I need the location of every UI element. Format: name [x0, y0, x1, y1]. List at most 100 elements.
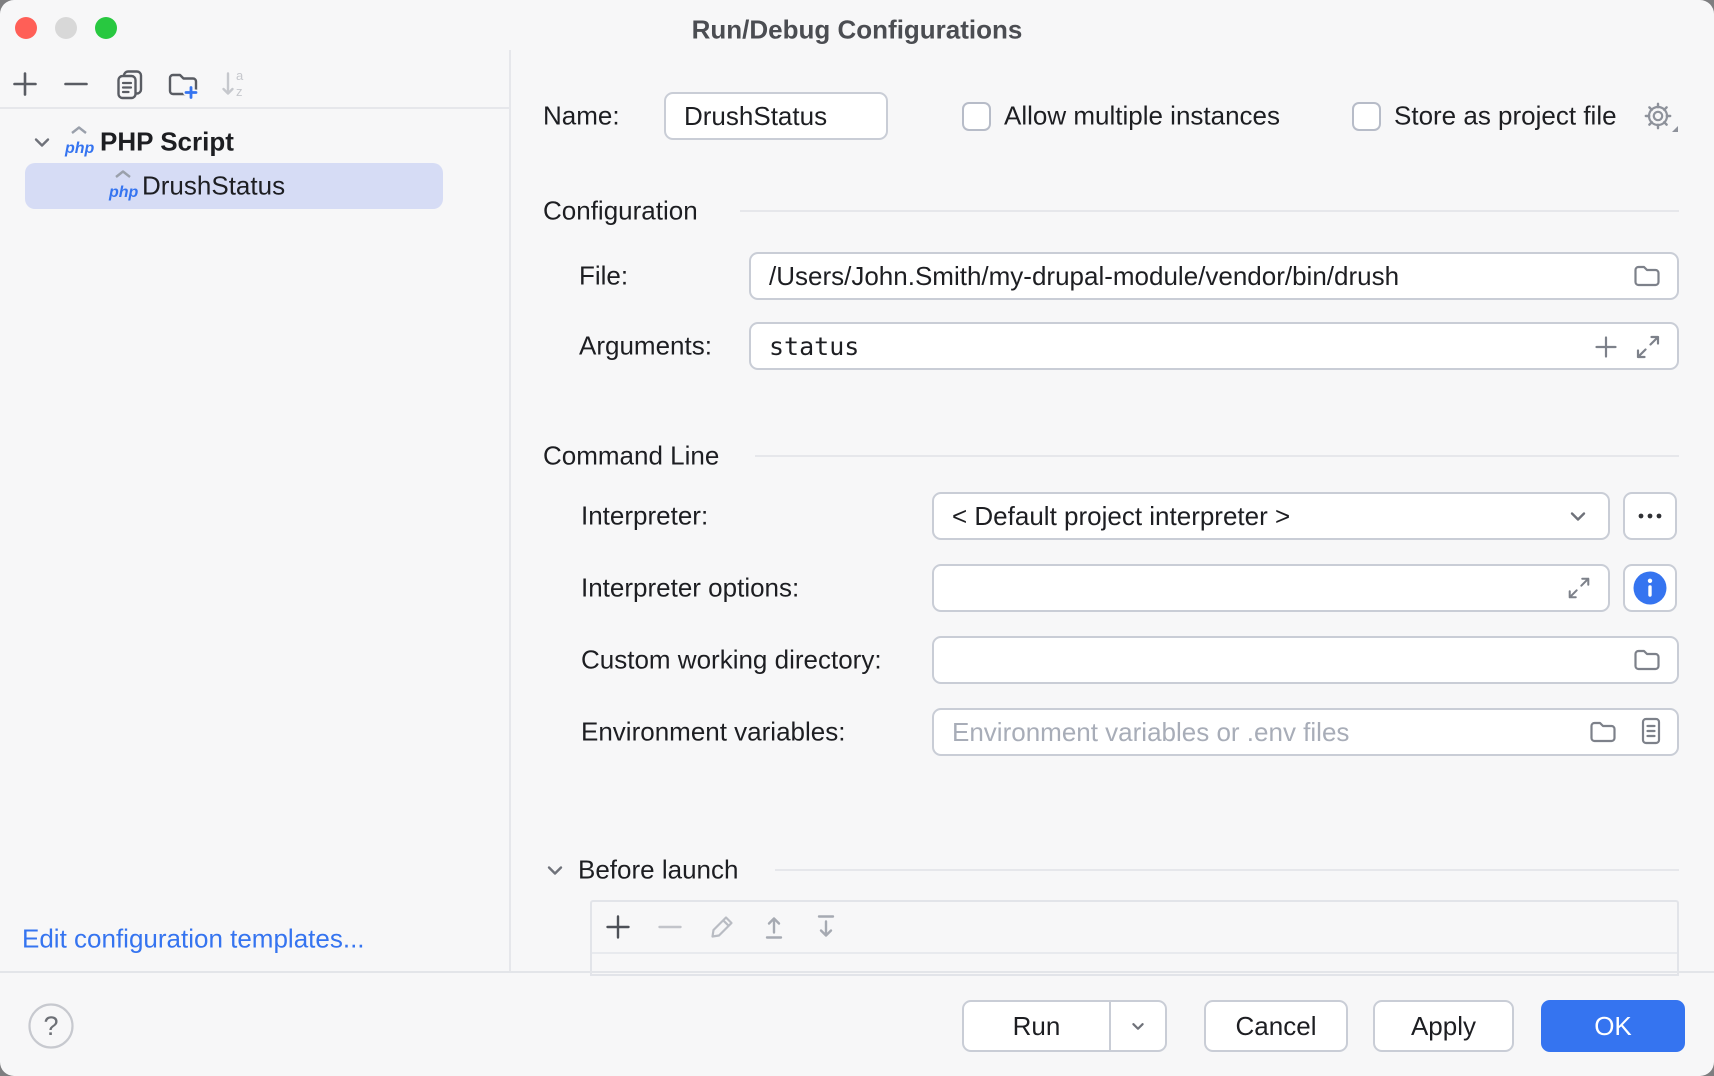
- before-launch-edit-button[interactable]: [707, 912, 737, 942]
- minimize-window-button[interactable]: [55, 17, 77, 39]
- folder-icon: [1634, 649, 1660, 671]
- svg-text:z: z: [236, 84, 243, 99]
- move-up-icon: [765, 917, 783, 939]
- svg-text:?: ?: [43, 1011, 58, 1041]
- list-icon: [1641, 717, 1661, 745]
- store-as-project-file-checkbox[interactable]: [1352, 102, 1381, 131]
- edit-icon: [711, 916, 733, 938]
- sidebar-item-drushstatus-selected-row[interactable]: [25, 163, 443, 209]
- sidebar-toolbar-divider: [0, 107, 509, 109]
- before-launch-add-button[interactable]: [603, 912, 633, 942]
- environment-variables-label: Environment variables:: [581, 716, 846, 747]
- add-configuration-button[interactable]: [10, 69, 40, 99]
- svg-text:php: php: [64, 140, 95, 157]
- expand-icon: [1636, 335, 1660, 359]
- environment-variables-browse-button[interactable]: [1588, 717, 1618, 747]
- footer-divider: [0, 971, 1714, 973]
- interpreter-more-button[interactable]: [1623, 492, 1677, 540]
- cancel-button[interactable]: Cancel: [1204, 1000, 1348, 1052]
- copy-configuration-button[interactable]: [114, 68, 146, 100]
- sidebar-item-drushstatus-label: DrushStatus: [142, 170, 286, 201]
- configuration-section-title: Configuration: [543, 195, 698, 226]
- interpreter-selected-value: < Default project interpreter >: [952, 500, 1291, 531]
- run-options-button[interactable]: [1111, 1002, 1165, 1050]
- sort-alphabetically-icon: a z: [222, 69, 244, 99]
- folder-icon: [1634, 265, 1660, 287]
- run-split-divider: [1109, 1002, 1111, 1050]
- before-launch-move-up-button[interactable]: [759, 912, 789, 942]
- command-line-section-line: [755, 455, 1679, 457]
- custom-working-directory-label: Custom working directory:: [581, 644, 882, 675]
- chevron-down-icon: [34, 138, 50, 147]
- before-launch-toolbar-divider: [592, 952, 1677, 954]
- arguments-add-macro-button[interactable]: [1592, 333, 1620, 361]
- sidebar-item-php-script[interactable]: PHP Script: [100, 126, 234, 157]
- remove-configuration-button[interactable]: [61, 69, 91, 99]
- arguments-input[interactable]: [749, 322, 1679, 370]
- question-mark-icon: ?: [28, 1003, 74, 1049]
- ok-button[interactable]: OK: [1541, 1000, 1685, 1052]
- gear-icon: [1644, 102, 1678, 132]
- tree-expand-chevron[interactable]: [30, 130, 54, 154]
- allow-multiple-instances-label[interactable]: Allow multiple instances: [1004, 100, 1281, 131]
- close-window-button[interactable]: [15, 17, 37, 39]
- ellipsis-icon: [1638, 513, 1662, 519]
- dialog-title: Run/Debug Configurations: [691, 14, 1023, 45]
- configuration-section-line: [740, 210, 1679, 212]
- interpreter-select[interactable]: < Default project interpreter >: [932, 492, 1610, 540]
- run-button[interactable]: Run: [1012, 1010, 1061, 1041]
- interpreter-options-input[interactable]: [932, 564, 1610, 612]
- before-launch-panel: [590, 900, 1679, 976]
- sort-configurations-button[interactable]: a z: [219, 69, 251, 99]
- arguments-label: Arguments:: [579, 330, 712, 361]
- chevron-down-icon: [547, 866, 563, 875]
- move-down-icon: [817, 915, 835, 937]
- run-split-button[interactable]: Run: [962, 1000, 1167, 1052]
- arguments-expand-button[interactable]: [1634, 333, 1662, 361]
- drushstatus-item-icon: php: [106, 168, 140, 204]
- interpreter-label: Interpreter:: [581, 500, 709, 531]
- svg-text:php: php: [108, 184, 139, 201]
- interpreter-options-info-button[interactable]: [1623, 564, 1677, 612]
- folder-icon: [1590, 721, 1616, 743]
- before-launch-section-line: [775, 869, 1679, 871]
- sidebar-divider: [509, 50, 511, 972]
- chevron-down-icon: [1570, 512, 1586, 521]
- svg-text:a: a: [236, 69, 244, 83]
- name-input[interactable]: [664, 92, 888, 140]
- edit-configuration-templates-link[interactable]: Edit configuration templates...: [22, 923, 365, 954]
- store-as-project-file-label[interactable]: Store as project file: [1394, 100, 1617, 131]
- remove-icon: [64, 82, 88, 86]
- environment-variables-input[interactable]: [932, 708, 1679, 756]
- interpreter-options-expand-button[interactable]: [1566, 575, 1592, 601]
- custom-working-directory-input[interactable]: [932, 636, 1679, 684]
- new-folder-icon: [168, 73, 199, 101]
- before-launch-section-title: Before launch: [578, 854, 739, 885]
- store-options-button[interactable]: [1642, 99, 1680, 135]
- file-label: File:: [579, 260, 629, 291]
- allow-multiple-instances-checkbox[interactable]: [962, 102, 991, 131]
- name-label: Name:: [543, 100, 620, 131]
- environment-variables-list-button[interactable]: [1636, 715, 1666, 747]
- before-launch-collapse-chevron[interactable]: [543, 858, 567, 882]
- file-input[interactable]: [749, 252, 1679, 300]
- custom-working-directory-browse-button[interactable]: [1632, 645, 1662, 675]
- before-launch-move-down-button[interactable]: [811, 912, 841, 942]
- apply-button[interactable]: Apply: [1373, 1000, 1514, 1052]
- add-icon: [13, 72, 37, 96]
- new-folder-button[interactable]: [166, 68, 200, 102]
- plus-icon: [1595, 336, 1617, 358]
- expand-icon: [1568, 577, 1590, 599]
- info-icon: [1633, 571, 1667, 605]
- file-browse-button[interactable]: [1632, 261, 1662, 291]
- php-icon: php: [108, 170, 139, 201]
- zoom-window-button[interactable]: [95, 17, 117, 39]
- php-script-group-icon: php: [62, 124, 96, 160]
- add-icon: [606, 915, 630, 939]
- before-launch-remove-button[interactable]: [655, 912, 685, 942]
- help-button[interactable]: ?: [28, 1003, 74, 1049]
- copy-configuration-icon: [117, 70, 143, 100]
- php-icon: php: [64, 126, 95, 157]
- chevron-down-icon: [1132, 1023, 1144, 1030]
